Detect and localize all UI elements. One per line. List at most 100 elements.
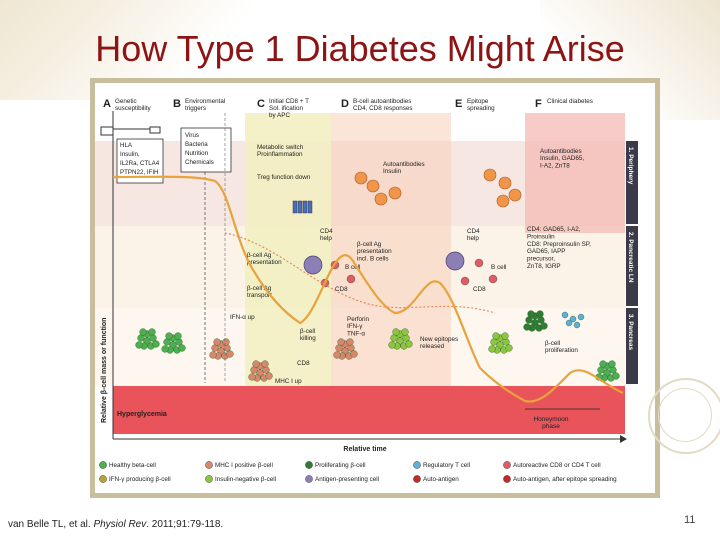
scale-pan-left [100,126,114,136]
proliferating-beta-cell [540,322,548,330]
stage-f-column [525,113,625,233]
autoantibodies-clinical-label: Insulin, GAD65, [540,155,584,162]
legend-label-9: Auto-antigen [423,476,459,483]
treg-cell-icon [297,200,303,214]
gene-list: HLA [120,142,133,149]
cd4-help-label-2: help [467,235,479,242]
mhc-positive-beta-cell [337,338,345,346]
mhc-positive-beta-cell [262,366,270,374]
legend-label-6: IFN-γ producing β-cell [109,476,171,483]
mhc-positive-beta-cell [250,366,258,374]
compartment-tab-3 [626,308,638,384]
legend-marker-10 [503,475,511,483]
page-number: 11 [684,514,696,526]
proliferating-beta-cell [525,316,533,324]
stage-letter-b: B [173,98,181,110]
legend-label-4: Regulatory T cell [423,462,470,469]
insulin-negative-beta-cell [492,332,500,340]
autoantigens-list: CD8: Preproinsulin SP, [527,241,591,248]
insulin-negative-beta-cell [392,328,400,336]
mhc-positive-beta-cell [222,338,230,346]
stage-label-a: Genetic [115,98,137,105]
legend-label-1: Healthy beta-cell [109,462,156,469]
autoantigens-list: CD4: GAD65, I-A2, [527,226,581,233]
b-cell-orange [496,194,510,208]
legend-marker-2 [205,461,213,469]
regulatory-t-cell [573,321,581,329]
healthy-beta-cell [608,360,616,368]
regulatory-t-cell [561,311,569,319]
autoantibodies-insulin-label: Insulin [383,168,402,175]
mhc-positive-beta-cell [333,351,341,359]
insulin-negative-beta-cell [488,345,496,353]
citation: van Belle TL, et al. Physiol Rev. 2011;9… [8,519,223,530]
antigen-presenting-cell [303,255,323,275]
perforin-label: IFN-γ [347,323,363,330]
cd8-label-3: CD8 [297,360,310,367]
stage-label-e: spreading [467,105,495,112]
compartment-tab-1 [626,141,638,224]
stage-letter-a: A [103,98,111,110]
mhc-positive-beta-cell [226,350,234,358]
healthy-beta-cell [597,366,605,374]
healthy-beta-cell [139,328,147,336]
ifn-alpha-up-label: IFN-α up [230,314,255,321]
new-epitopes-label: New epitopes [420,336,458,343]
legend-marker-7 [205,475,213,483]
beta-proliferation-label: proliferation [545,347,578,354]
healthy-beta-cell [135,341,143,349]
stage-c-column [245,113,331,386]
insulin-negative-beta-cell [502,338,510,346]
legend-marker-6 [99,475,107,483]
mhc-positive-beta-cell [350,350,358,358]
stage-label-b: Environmental [185,98,225,105]
environment-box [180,127,232,173]
b-cell-orange [483,168,497,182]
healthy-beta-cell [609,366,617,374]
legend-marker-3 [305,461,313,469]
healthy-beta-cell [612,372,620,380]
insulin-negative-beta-cell [401,328,409,336]
stage-letter-f: F [535,98,542,110]
b-cell-orange [498,176,512,190]
healthy-beta-cell [178,344,186,352]
compartment-tab-2 [626,226,638,306]
legend-marker-5 [503,461,511,469]
legend-marker-1 [99,461,107,469]
insulin-negative-beta-cell [505,344,513,352]
stage-label-a: susceptibility [115,105,152,112]
b-cell-orange [388,186,402,200]
mhc-positive-beta-cell [209,351,217,359]
legend-label-2: MHC I positive β-cell [215,462,273,469]
healthy-beta-cell [149,334,157,342]
citation-authors: van Belle TL, et al. [8,519,91,530]
insulin-negative-beta-cell [390,334,398,342]
beta-ag-presentation-label-2: β-cell Ag [357,241,382,248]
autoreactive-t-cell [346,274,356,284]
citation-journal: Physiol Rev [93,519,147,530]
gene-list: Insulin, [120,151,140,158]
mhc-positive-beta-cell [346,338,354,346]
legend-marker-8 [305,475,313,483]
cd8-label-2: CD8 [473,286,486,293]
proliferating-beta-cell [536,310,544,318]
environment-list: Virus [185,132,199,139]
metabolic-switch-label: Proinflammation [257,151,303,158]
insulin-negative-beta-cell [501,332,509,340]
beta-ag-presentation-label-1: presentation [247,259,282,266]
cd4-help-label-1: CD4 [320,228,333,235]
autoreactive-t-cell [488,274,498,284]
citation-details: . 2011;91:79-118. [146,519,224,530]
healthy-beta-cell [152,340,160,348]
healthy-beta-cell [599,360,607,368]
stage-label-b: triggers [185,105,206,112]
mhc-positive-beta-cell [211,344,219,352]
beta-ag-presentation-label-2: incl. B cells [357,255,389,262]
treg-cell-icon [307,200,313,214]
mhc-positive-beta-cell [335,344,343,352]
autoantibodies-clinical-label: Autoantibodies [540,148,582,155]
autoreactive-t-cell [474,258,484,268]
mhc-positive-beta-cell [252,360,260,368]
healthy-beta-cell [174,332,182,340]
